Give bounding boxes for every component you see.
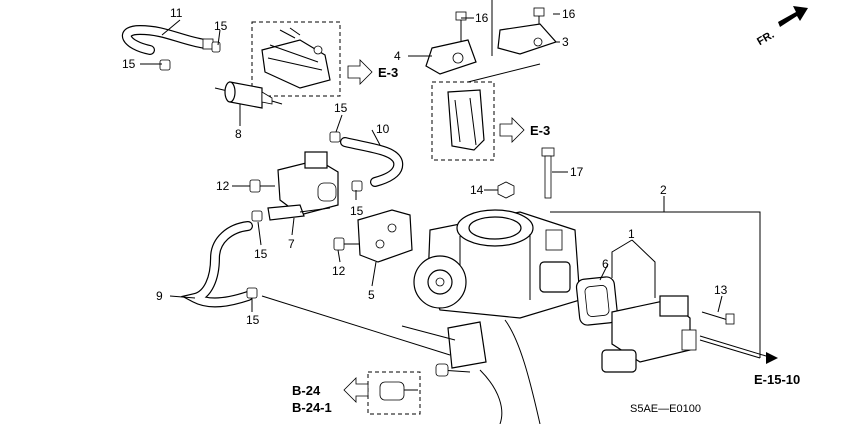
arrow-b24 [343,377,369,403]
leader-box-3 [467,63,541,83]
callout-15-e: 15 [254,247,268,261]
diagram-code: S5AE—E0100 [630,403,701,415]
lower-curve-2 [504,319,541,424]
hose-11 [121,24,214,55]
ref-b24-1: B-24-1 [292,400,332,415]
callout-9: 9 [156,289,163,303]
bracket-3 [497,23,558,55]
callout-15-d: 15 [350,204,364,218]
valve-7 [251,151,339,222]
callout-10: 10 [376,122,390,136]
callout-7: 7 [288,237,295,251]
callout-12-b: 12 [332,264,346,278]
callout-17: 17 [570,165,584,179]
callout-15-f: 15 [246,313,260,327]
bolt-12-right [333,237,360,251]
leader-e15 [699,335,767,357]
ref-e3-top: E-3 [378,65,398,80]
dashed-box-mid [431,81,495,161]
bracket-5 [357,209,413,263]
callout-8: 8 [235,127,242,141]
bracket-mid [447,89,485,151]
direction-label: FR. [755,29,776,48]
callout-13: 13 [714,283,728,297]
callout-12-a: 12 [216,179,230,193]
hose-10 [329,131,404,192]
fr-arrow-icon [778,6,808,27]
lower-fitting [435,321,487,377]
nut-14 [497,181,515,199]
lower-curve [479,369,503,424]
filter-8 [214,81,283,109]
callout-14: 14 [470,183,484,197]
ref-b24: B-24 [292,383,321,398]
bracket-assembly [261,27,331,89]
callout-16-a: 16 [475,11,489,25]
callout-1: 1 [628,227,635,241]
callout-15-a: 15 [214,19,228,33]
leader-lines [140,13,761,359]
arrow-e15 [766,352,778,364]
callout-3: 3 [562,35,569,49]
callout-5: 5 [368,288,375,302]
ref-e3-mid: E-3 [530,123,550,138]
bolt-17 [541,147,555,199]
callout-16-b: 16 [562,7,576,21]
callout-4: 4 [394,49,401,63]
hose-9 [180,221,258,308]
dashed-box-lower [367,371,421,415]
lower-connector [379,381,418,401]
iac-valve-1 [601,295,697,373]
ref-e15-10: E-15-10 [754,372,800,387]
arrow-e3-top [347,59,373,85]
callout-2: 2 [660,183,667,197]
arrow-e3-mid [499,117,525,143]
bracket-4 [425,39,477,75]
callout-15-b: 15 [122,57,136,71]
callout-6: 6 [602,257,609,271]
callout-11: 11 [170,6,183,20]
gasket-6 [575,276,619,326]
callout-15-c: 15 [334,101,348,115]
bolt-16-left [455,11,467,42]
bolt-13 [701,311,735,325]
bolt-12-left [249,179,275,193]
throttle-body [413,209,581,319]
dashed-box-bracket [251,21,341,97]
